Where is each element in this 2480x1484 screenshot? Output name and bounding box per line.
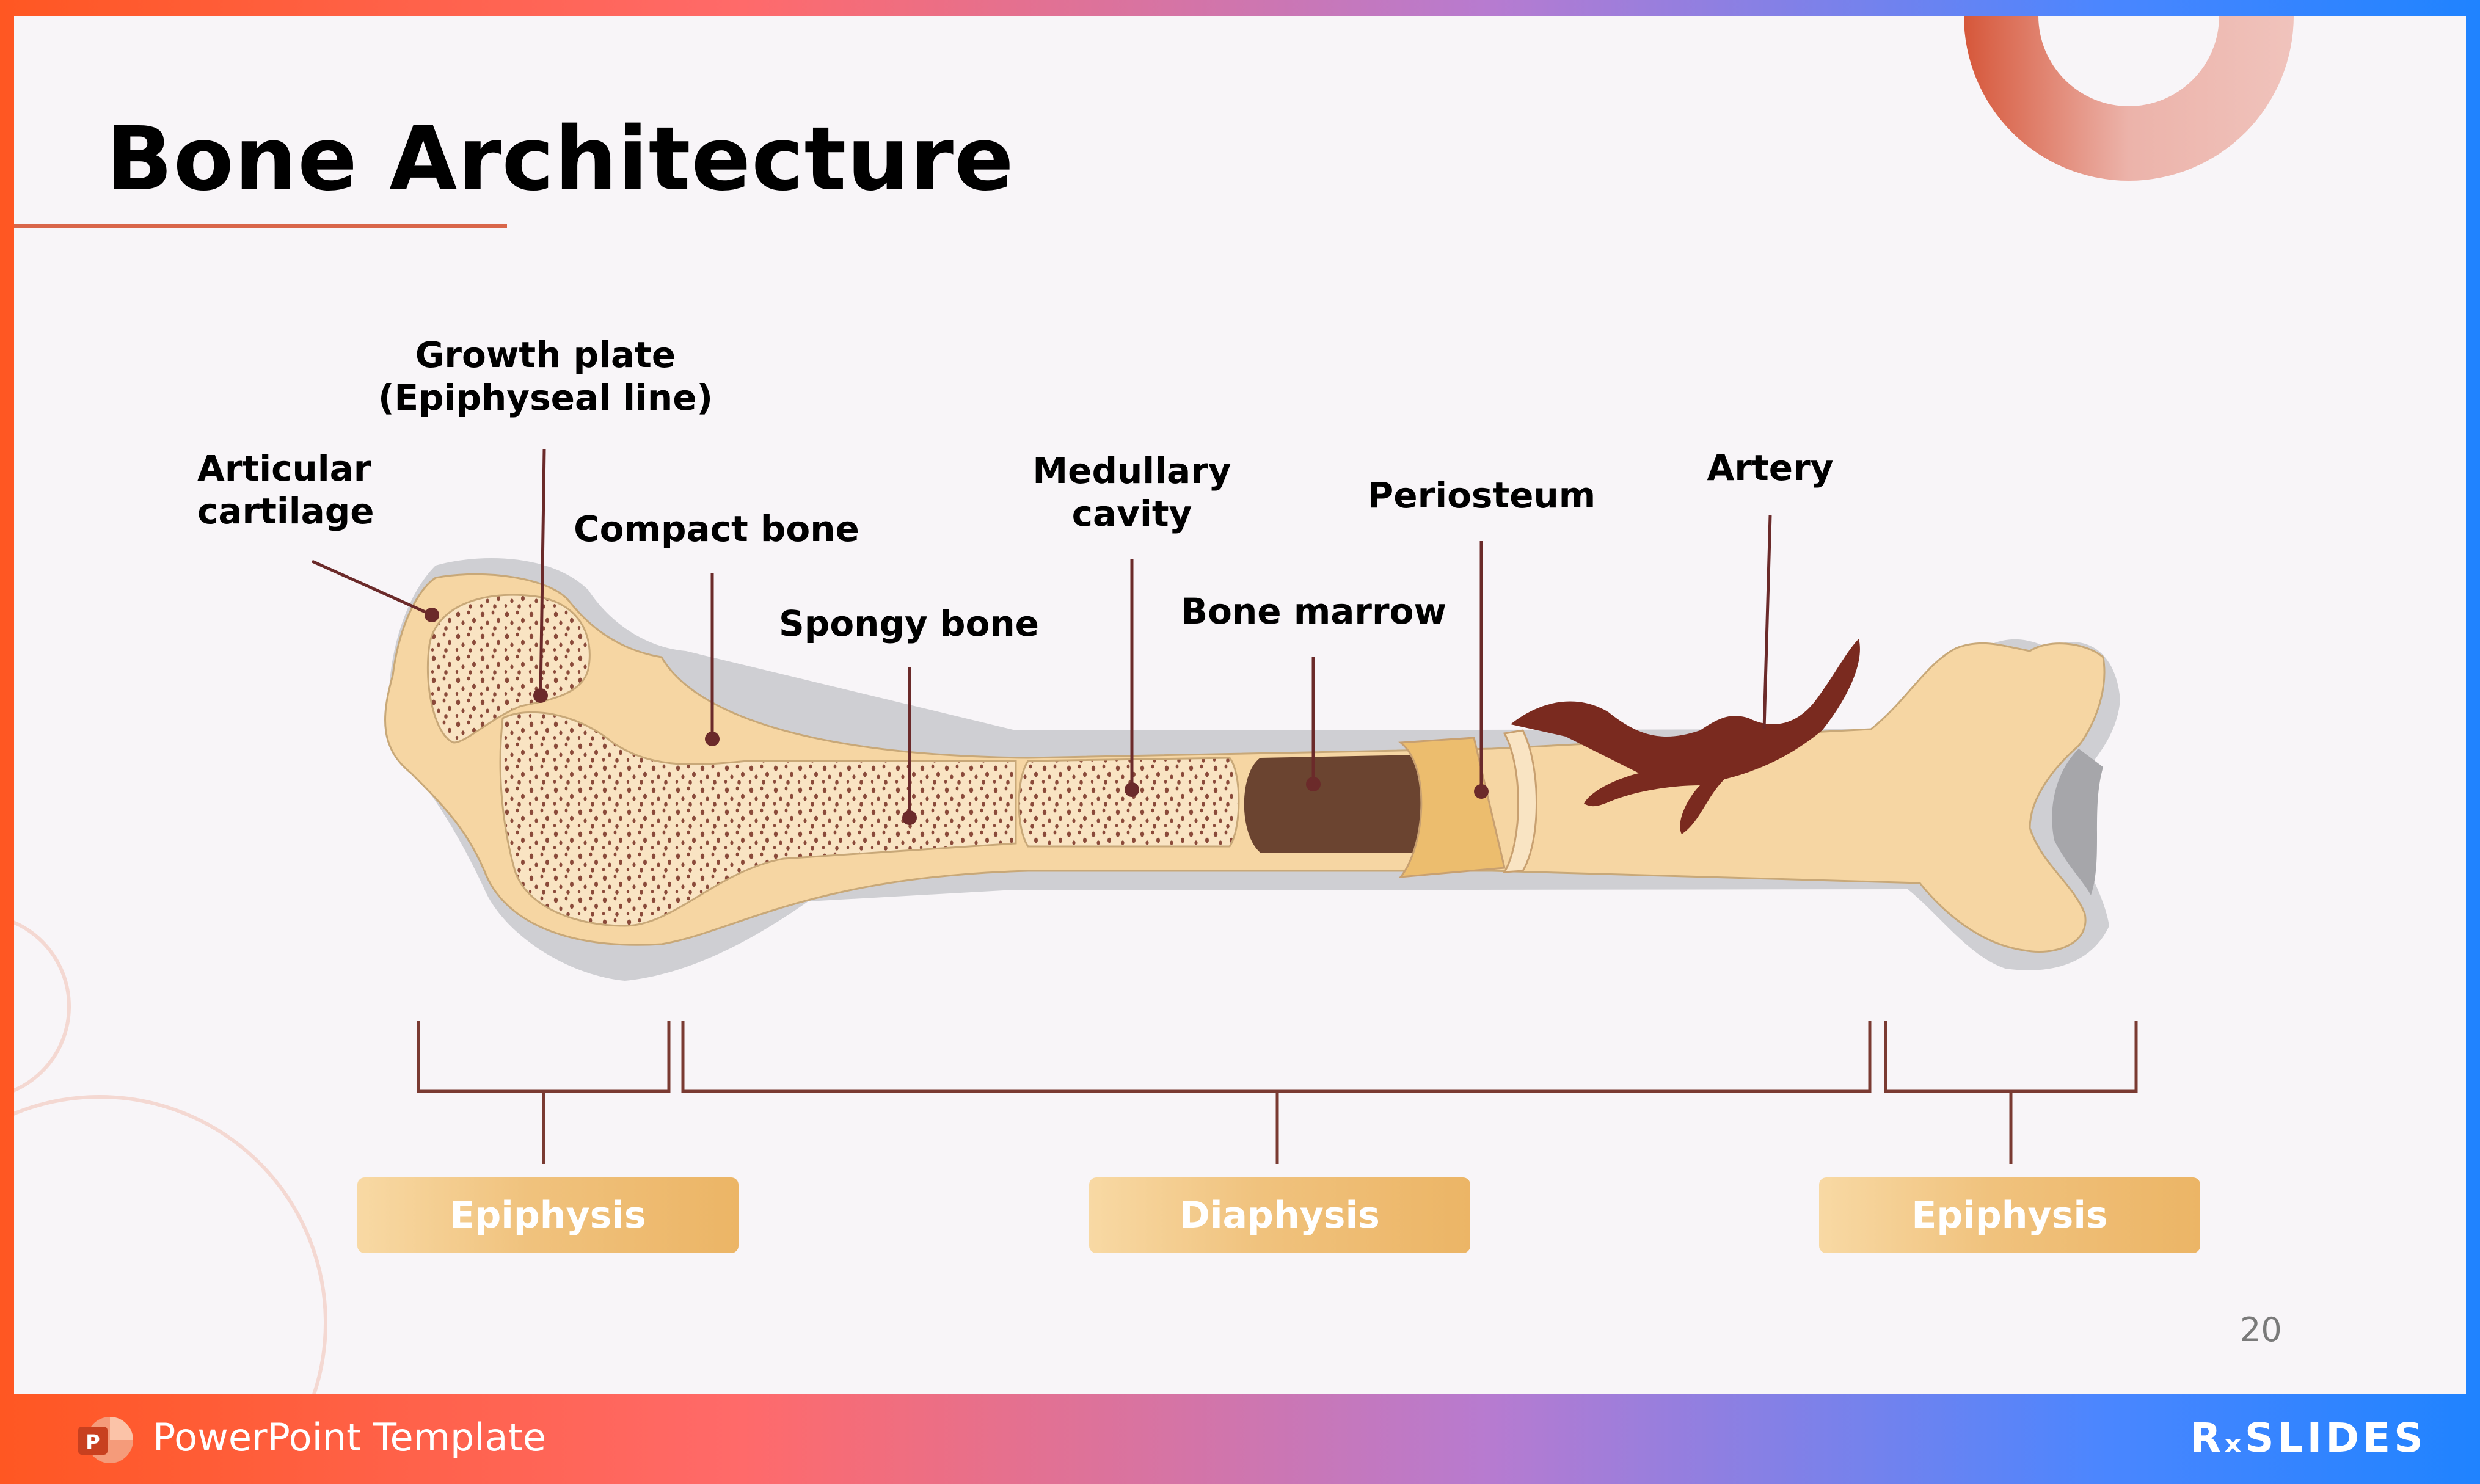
articular-head	[426, 594, 591, 744]
compact-collar	[1398, 737, 1506, 878]
decor-circle-large	[14, 1095, 327, 1394]
decor-ring-top-right	[1964, 16, 2294, 181]
leader-dots	[425, 608, 1489, 825]
label-spongy-bone: Spongy bone	[779, 603, 1039, 644]
slide: Bone Architecture Growth plate (Epiphyse…	[14, 16, 2466, 1394]
joint-shading	[2052, 749, 2103, 895]
bracket-diaphysis	[681, 1021, 1872, 1093]
periosteum-edge	[1503, 729, 1537, 873]
bone-marrow	[1244, 755, 1437, 853]
brand-logo: RₓSLIDES	[2190, 1414, 2427, 1461]
artery-vessel	[1511, 639, 1860, 834]
bracket-left-epiphysis	[417, 1021, 671, 1093]
title-underline	[14, 224, 507, 228]
decor-circle-small	[14, 920, 71, 1093]
label-medullary-cavity: Medullary cavity	[1032, 450, 1231, 534]
label-periosteum: Periosteum	[1367, 475, 1596, 516]
region-label-left-epiphysis: Epiphysis	[357, 1177, 739, 1253]
region-label-diaphysis: Diaphysis	[1089, 1177, 1470, 1253]
powerpoint-icon: P	[78, 1417, 133, 1463]
leader-artery	[1762, 515, 1772, 730]
label-compact-bone: Compact bone	[574, 508, 859, 550]
bracket-right-epiphysis	[1884, 1021, 2138, 1093]
label-artery: Artery	[1707, 447, 1834, 489]
medullary-spongy-segment	[1018, 757, 1240, 848]
label-bone-marrow: Bone marrow	[1180, 591, 1447, 632]
label-growth-plate: Growth plate (Epiphyseal line)	[377, 334, 713, 418]
page-number: 20	[2240, 1311, 2282, 1349]
leader-articular-cartilage	[311, 559, 432, 616]
region-brackets	[417, 1021, 2138, 1164]
region-label-right-epiphysis: Epiphysis	[1819, 1177, 2200, 1253]
bone-diagram	[14, 16, 2294, 1394]
label-articular-cartilage: Articular cartilage	[197, 448, 374, 532]
spongy-bone-region	[499, 711, 1017, 927]
ppt-icon-letter: P	[86, 1430, 100, 1453]
leader-lines	[311, 449, 1772, 816]
footer-template-label: PowerPoint Template	[153, 1415, 547, 1460]
page-title: Bone Architecture	[106, 107, 1015, 210]
leader-growth-plate	[539, 449, 546, 694]
